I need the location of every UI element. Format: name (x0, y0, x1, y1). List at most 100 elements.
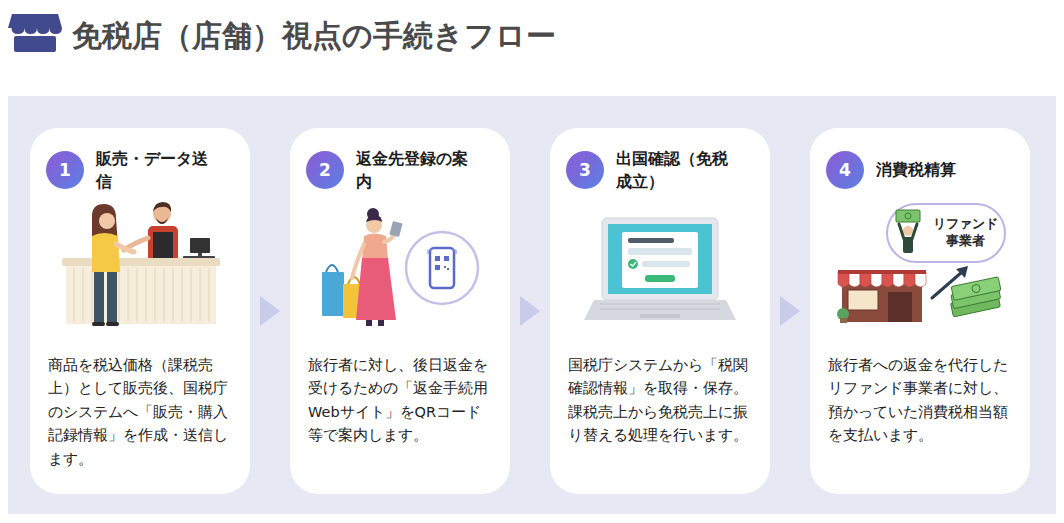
counter-scene-part (62, 258, 220, 266)
step-heading: 出国確認（免税成立） (616, 147, 740, 193)
counter-scene-part-part (200, 268, 201, 322)
shopper-scene-part (366, 320, 372, 326)
step-heading: 販売・データ送信 (96, 147, 220, 193)
shopper-scene-part (366, 215, 382, 222)
refund-scene-part-part (904, 272, 915, 287)
shopper-scene-part-part (444, 256, 449, 261)
store-icon (0, 0, 70, 70)
counter-scene-part (116, 244, 134, 252)
shopper-scene-part (367, 208, 379, 220)
shopper-scene (322, 208, 478, 326)
refund-scene-part (903, 237, 913, 253)
refund-scene (837, 210, 1004, 323)
shopper-scene-part (406, 232, 478, 304)
laptop-scene-part-part (600, 304, 720, 305)
counter-scene-part-part (137, 268, 138, 322)
counter-scene-part (74, 268, 209, 322)
step-card: 販売・データ送信商品を税込価格（課税売上）として販売後、国税庁のシステムへ「販売… (30, 128, 250, 494)
refund-scene-part (947, 277, 1004, 317)
counter-scene-part-part (191, 268, 192, 322)
counter-scene-part-part (173, 268, 174, 322)
refund-scene-part (903, 226, 913, 236)
step-card: 返金先登録の案内旅行者に対し、後日返金を受けるための「返金手続用Webサイト」を… (290, 128, 510, 494)
step-number: 2 (306, 151, 344, 189)
counter-scene-part (153, 232, 173, 264)
flow-chevron (780, 296, 800, 326)
counter-scene-part (153, 202, 171, 212)
flow-chevron (260, 296, 280, 326)
refund-scene-part (956, 266, 968, 278)
step-number: 1 (46, 151, 84, 189)
step-number: 4 (826, 151, 864, 189)
counter-scene-part-part (83, 268, 84, 322)
counter-scene-part (92, 204, 118, 246)
counter-scene (62, 202, 220, 326)
refund-scene-part (848, 290, 878, 310)
shopper-scene-part (356, 258, 396, 320)
refund-scene-part-part (838, 272, 849, 287)
refund-scene-part-part (882, 272, 893, 287)
page-title: 免税店（店舗）視点の手続きフロー (72, 16, 556, 55)
laptop-scene-part (631, 262, 637, 266)
refund-scene-part-part (951, 277, 1001, 301)
shopper-scene-part (362, 234, 388, 261)
counter-scene-part (107, 272, 117, 324)
refund-scene-part-part (849, 272, 860, 287)
refund-scene-part (932, 272, 962, 298)
refund-scene-part-part (871, 272, 882, 287)
shopper-scene-part (326, 265, 338, 272)
counter-scene-part-part (164, 268, 165, 322)
counter-scene-part-part (155, 268, 156, 322)
shopper-scene-part-part (435, 256, 440, 261)
shopper-scene-part (430, 248, 454, 288)
refund-scene-part (842, 282, 922, 322)
shopper-scene-part (384, 232, 396, 242)
refund-badge: リファンド事業者 (886, 203, 1006, 263)
step-number-text: 4 (839, 160, 851, 180)
step-card: 消費税精算旅行者への返金を代行したリファンド事業者に対し、預かっていた消費税相当… (810, 128, 1030, 494)
counter-scene-part-part (128, 268, 129, 322)
counter-scene-part (183, 256, 215, 262)
step-heading: 消費税精算 (876, 158, 956, 181)
laptop-scene-part (628, 238, 674, 243)
counter-scene-part (99, 213, 115, 229)
counter-scene-part (66, 264, 216, 324)
refund-scene-part-part (860, 272, 871, 287)
counter-scene-part (153, 205, 171, 223)
refund-scene-part-part (951, 293, 1001, 317)
step-description: 旅行者への返金を代行したリファンド事業者に対し、預かっていた消費税相当額を支払い… (828, 354, 1016, 448)
shopper-scene-part-part (447, 268, 449, 270)
step-card: 出国確認（免税成立）国税庁システムから「税関確認情報」を取得・保存。課税売上から… (550, 128, 770, 494)
store-icon (8, 14, 62, 52)
shopper-scene-part-part (444, 266, 446, 268)
refund-scene-part (838, 272, 926, 287)
refund-scene-part-part (971, 284, 980, 293)
shopper-scene-part (352, 244, 364, 278)
badge-label: リファンド事業者 (930, 216, 1000, 250)
refund-scene-part (905, 213, 911, 219)
refund-scene-part-part (893, 272, 904, 287)
shopper-scene-part (428, 250, 456, 254)
counter-scene-part-part (101, 268, 102, 322)
flow-chevron (520, 296, 540, 326)
store-icon-part (14, 36, 56, 52)
shopper-scene-part (343, 284, 366, 318)
laptop-scene-part (622, 232, 698, 288)
step-description: 商品を税込価格（課税売上）として販売後、国税庁のシステムへ「販売・購入記録情報」… (48, 354, 236, 471)
refund-scene-part (840, 318, 847, 323)
counter-scene-part (94, 272, 104, 324)
shopper-scene-part (378, 320, 384, 326)
counter-scene-part-part (74, 268, 75, 322)
refund-scene-part-part (915, 272, 926, 287)
counter-scene-part-part (146, 268, 147, 322)
counter-scene-part (190, 238, 210, 253)
store-icon-part (8, 14, 62, 34)
refund-scene-part (896, 210, 920, 222)
step-number-text: 3 (579, 160, 591, 180)
shopper-scene-part (348, 277, 360, 284)
refund-scene-part (838, 270, 926, 274)
refund-scene-part (899, 224, 917, 239)
laptop-scene-part (608, 224, 712, 294)
laptop-scene-part (628, 248, 692, 255)
